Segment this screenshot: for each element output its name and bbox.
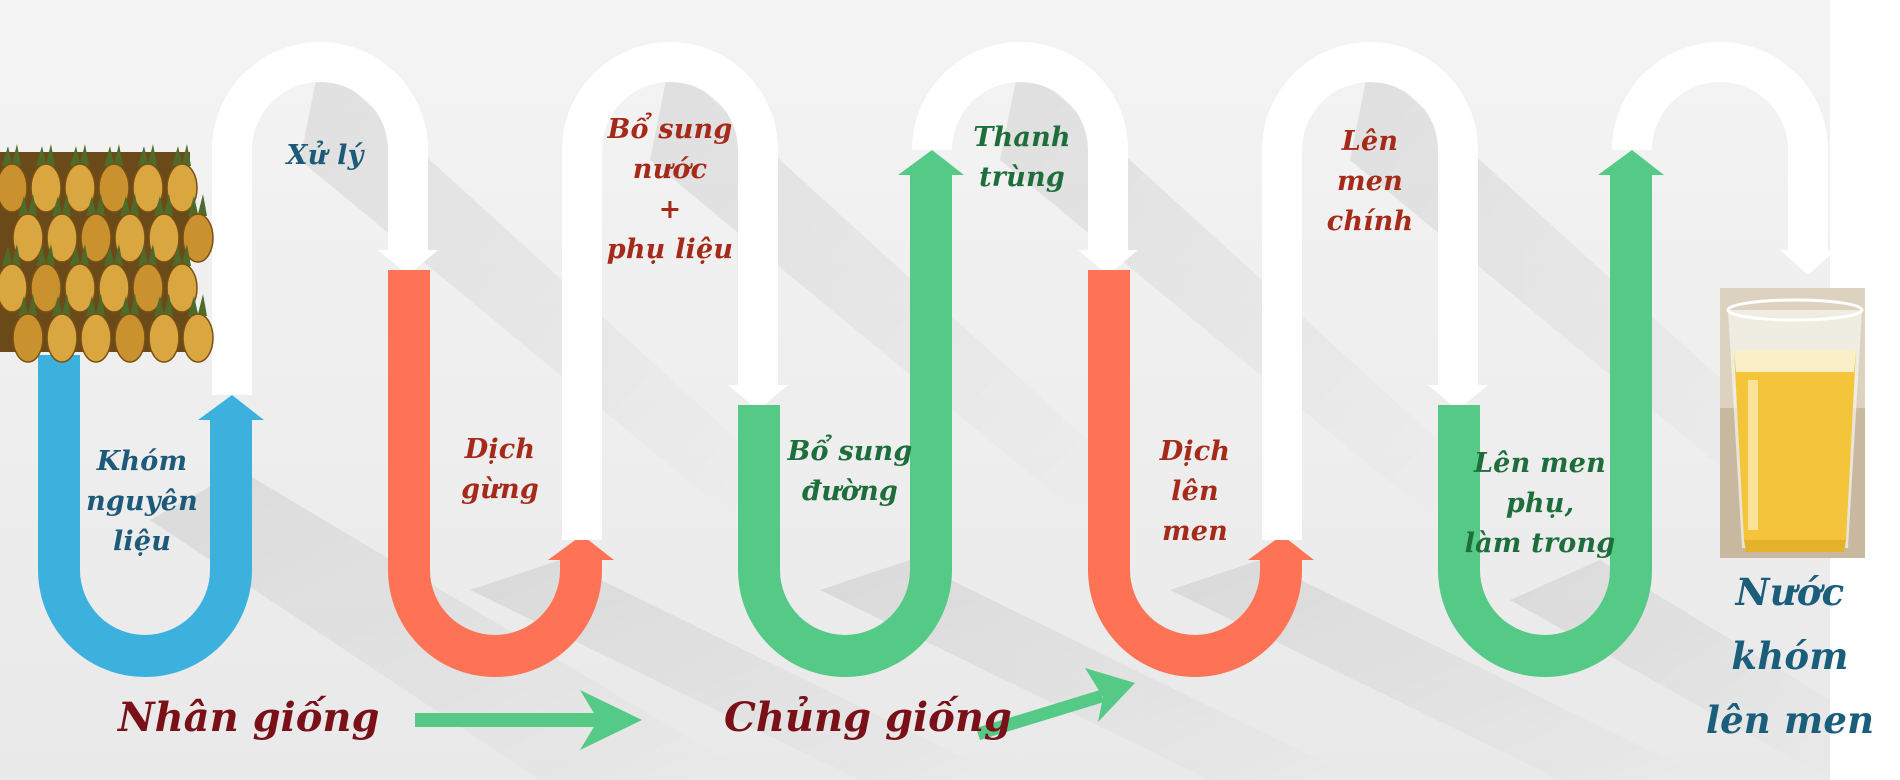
step-thanh-trung: Thanh trùng: [973, 122, 1071, 193]
green-u-shape-2: [1438, 150, 1664, 677]
step-len-men-chinh: Lên men chính: [1326, 126, 1414, 237]
step-dich-gung: Dịch gừng: [461, 434, 539, 505]
white-arch-1: [212, 42, 438, 395]
orange-u-shape-1: [388, 270, 614, 677]
step-khom-nguyen-lieu: Khóm nguyên liệu: [86, 446, 198, 557]
step-len-men-phu-lam-trong: Lên men phụ, làm trong: [1464, 448, 1616, 559]
white-arch-2: [562, 42, 788, 540]
orange-u-shape-2: [1088, 270, 1314, 677]
label-chung-giong: Chủng giống: [724, 694, 1012, 741]
green-u-shape-1: [738, 150, 964, 677]
juice-glass-photo: [1720, 288, 1865, 558]
arrow-to-chung-giong: [415, 690, 642, 750]
white-arch-5: [1612, 42, 1836, 275]
label-nhan-giong: Nhân giống: [118, 694, 380, 741]
step-xu-ly: Xử lý: [286, 140, 364, 171]
result-label-nuoc-khom-len-men: Nước khóm lên men: [1705, 570, 1875, 742]
step-bo-sung-duong: Bổ sung đường: [787, 436, 913, 507]
white-arch-4: [1262, 42, 1488, 540]
arrow-to-dich-len-men: [976, 668, 1135, 740]
white-arch-3: [912, 42, 1138, 275]
pineapple-photo: [0, 144, 214, 363]
step-bo-sung-nuoc-phu-lieu: Bổ sung nước + phụ liệu: [606, 114, 734, 265]
step-dich-len-men: Dịch lên men: [1159, 436, 1231, 547]
blue-u-shape: [38, 355, 264, 677]
